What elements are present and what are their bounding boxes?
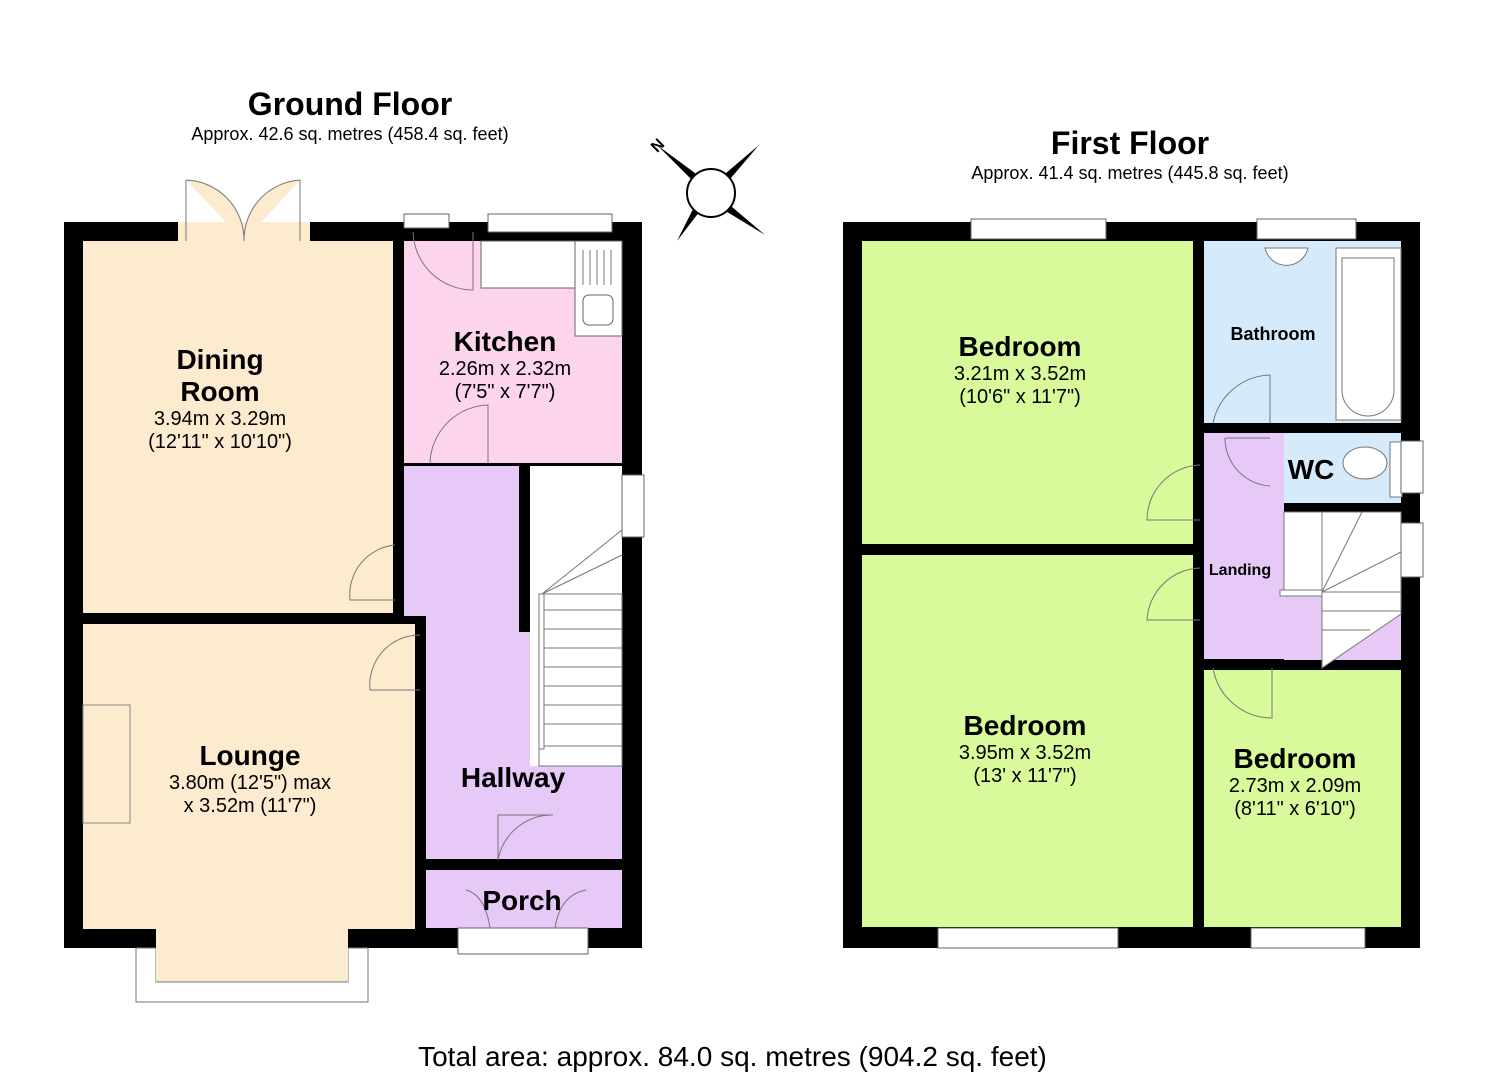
first-floor-doors	[1146, 374, 1273, 719]
wash-basin	[1264, 247, 1309, 266]
first-floor-area: Approx. 41.4 sq. metres (445.8 sq. feet)	[971, 163, 1289, 183]
first-floor-title: First Floor	[1050, 125, 1210, 161]
landing-area	[1204, 433, 1284, 659]
ground-floor-title: Ground Floor	[247, 86, 453, 122]
ground-floor-staircase	[538, 529, 623, 767]
bedroom-1-window	[970, 218, 1107, 240]
first-floor-staircase	[1279, 511, 1402, 669]
bedroom-3-area	[1204, 670, 1401, 927]
bedroom-2-window	[937, 927, 1119, 949]
porch-area	[426, 870, 622, 928]
hallway-area	[404, 466, 519, 616]
bedroom-3-window	[1250, 927, 1366, 949]
dining-french-doors	[178, 179, 310, 242]
kitchen-window	[487, 213, 613, 233]
dining-room-area	[83, 241, 393, 613]
hallway-side-window	[621, 474, 645, 538]
bathroom-window	[1256, 218, 1357, 240]
lounge-bay-window	[135, 929, 369, 1003]
ground-floor-doors	[349, 231, 587, 929]
compass-rose-icon: N	[648, 136, 765, 241]
porch-front-door-frame	[457, 927, 589, 955]
lounge-fireplace	[82, 704, 131, 824]
first-floor-plan	[843, 218, 1424, 949]
bathroom-fixtures	[1264, 247, 1403, 498]
wc-window	[1400, 440, 1424, 494]
ground-floor-plan	[64, 179, 645, 1003]
toilet-cistern	[1389, 441, 1403, 498]
kitchen-back-door	[403, 213, 450, 229]
bedroom-2-area	[862, 555, 1193, 927]
ground-floor-area: Approx. 42.6 sq. metres (458.4 sq. feet)	[191, 124, 509, 144]
total-area: Total area: approx. 84.0 sq. metres (904…	[418, 1041, 1047, 1072]
landing-window	[1400, 522, 1424, 578]
toilet-bowl	[1342, 446, 1388, 480]
lounge-area	[83, 624, 415, 929]
kitchen-sink	[582, 294, 614, 326]
bedroom-1-area	[862, 241, 1193, 544]
